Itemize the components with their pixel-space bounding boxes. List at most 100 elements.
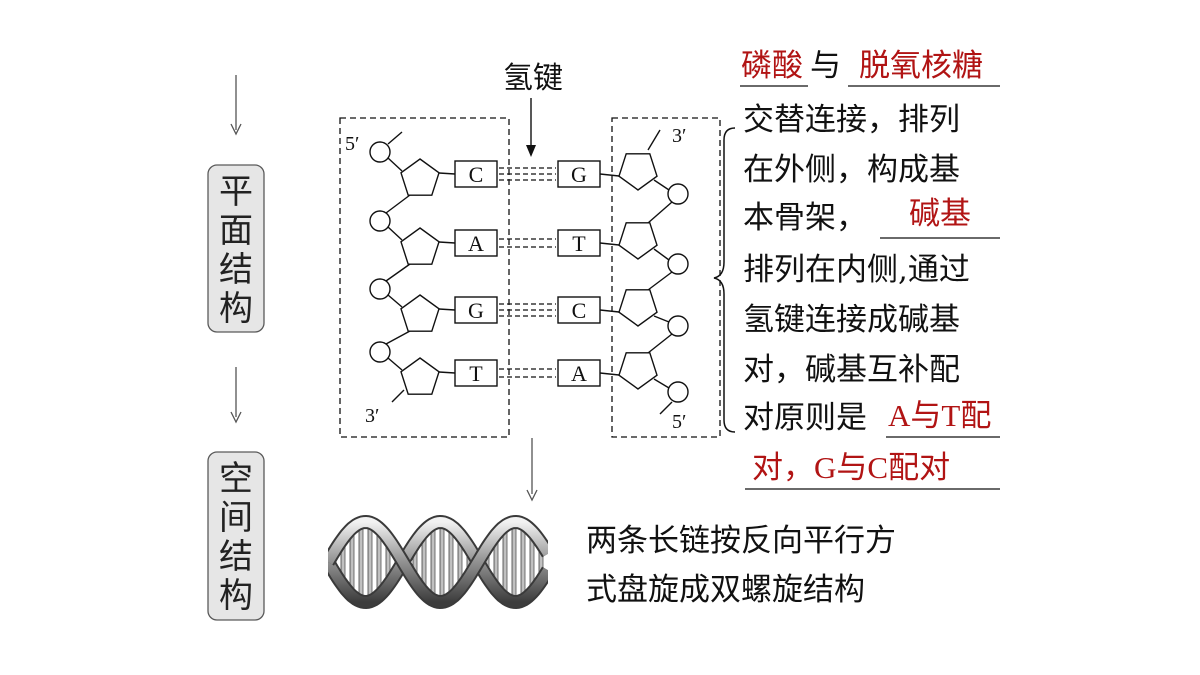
hydrogen-bond-label: 氢键 — [503, 61, 563, 96]
right-base-letter: A — [571, 361, 587, 386]
right-glycosidic-bond — [599, 173, 620, 177]
right-deoxyribose-pentagon — [618, 289, 658, 327]
helix-base-pair-rung — [538, 542, 544, 582]
blank-sugar-answer: 脱氧核糖 — [859, 48, 983, 84]
right-glycosidic-bond — [599, 309, 620, 313]
helix-strand-b — [328, 516, 548, 608]
left-backbone-dashed-box — [339, 117, 510, 438]
planar-label-char-4: 构 — [219, 289, 253, 329]
helix-base-pair-rung — [367, 522, 373, 602]
left-base-box — [454, 359, 498, 387]
right-base-box — [557, 359, 601, 387]
right-phosphodiester-bond — [653, 248, 670, 261]
left-phosphodiester-bond — [387, 294, 403, 308]
left-strand-top-end-label: 5′ — [345, 133, 359, 155]
right-phosphate-circle — [667, 253, 689, 275]
description-line-3: 在外侧，构成基 — [743, 152, 960, 188]
planar-description: 磷酸 与 脱氧核糖 交替连接，排列 在外侧，构成基 本骨架， 碱基 排列在内侧,… — [740, 48, 1000, 490]
planar-label-char-2: 面 — [219, 211, 253, 251]
left-glycosidic-bond — [438, 308, 456, 311]
left-strand-bottom-end-label: 3′ — [365, 405, 379, 427]
right-backbone-link — [647, 271, 673, 291]
left-deoxyribose-pentagon — [400, 158, 440, 196]
right-base-letter: G — [571, 162, 587, 187]
left-glycosidic-bond — [438, 241, 456, 244]
description-line-4: 本骨架， — [743, 200, 867, 236]
spatial-description-line-1: 两条长链按反向平行方 — [586, 523, 896, 559]
right-phosphate-circle — [667, 315, 689, 337]
helix-strand-a — [328, 516, 548, 608]
right-phosphodiester-bond — [653, 378, 670, 389]
right-strand-top-tick — [647, 129, 661, 151]
helix-base-pair-rung — [385, 538, 391, 586]
spatial-structure-box — [207, 451, 265, 621]
right-phosphate-circle — [667, 381, 689, 403]
left-deoxyribose-pentagon — [400, 227, 440, 265]
helix-base-pair-rung — [448, 525, 454, 599]
helix-base-pair-rung — [529, 531, 535, 593]
spatial-label-char-3: 结 — [219, 537, 253, 577]
helix-base-pair-rung — [439, 522, 445, 602]
left-strand-bottom-tick — [391, 389, 405, 403]
left-backbone-link — [385, 194, 411, 214]
helix-base-pair-rung — [466, 547, 472, 577]
helix-base-pair-rung — [340, 538, 346, 586]
left-base-letter: T — [469, 361, 483, 386]
helix-base-pair-rung — [412, 542, 418, 582]
left-phosphodiester-bond — [387, 357, 403, 371]
left-backbone-link — [385, 330, 411, 345]
left-base-box — [454, 296, 498, 324]
helix-base-pair-rung — [484, 547, 490, 577]
planar-label-char-1: 平 — [219, 172, 253, 212]
helix-arrow-head — [526, 489, 538, 502]
double-helix-illustration — [328, 515, 548, 610]
right-phosphodiester-bond — [653, 179, 670, 191]
planar-label-char-3: 结 — [219, 250, 253, 290]
right-phosphate-circle — [667, 183, 689, 205]
helix-base-pair-rung — [520, 523, 526, 601]
blank-rule-answer-part-2: 对，G与C配对 — [752, 450, 950, 485]
helix-base-pair-rung — [511, 522, 517, 602]
spatial-label-char-1: 空 — [219, 459, 253, 499]
right-strand-bottom-tick — [659, 401, 673, 415]
helix-base-pair-rung — [421, 531, 427, 593]
right-deoxyribose-pentagon — [618, 222, 658, 260]
right-backbone-link — [647, 201, 673, 224]
helix-base-pair-rung — [358, 522, 364, 602]
right-backbone-link — [647, 333, 673, 354]
spatial-label-char-2: 间 — [219, 498, 253, 538]
blank-rule-answer-part-1: A与T配 — [888, 398, 991, 433]
left-phosphate-circle — [369, 210, 391, 232]
description-line-5: 排列在内侧,通过 — [743, 252, 970, 288]
planar-structure-box — [207, 164, 265, 333]
description-line-7: 对，碱基互补配 — [743, 352, 960, 388]
left-phosphodiester-bond — [387, 226, 403, 241]
left-base-letter: C — [469, 162, 484, 187]
spatial-description-line-2: 式盘旋成双螺旋结构 — [586, 572, 865, 608]
right-glycosidic-bond — [599, 372, 620, 376]
left-phosphate-circle — [369, 341, 391, 363]
helix-base-pair-rung — [457, 534, 463, 590]
helix-base-pair-rung — [502, 525, 508, 599]
left-strand-top-tick — [387, 131, 403, 145]
right-base-letter: C — [572, 298, 587, 323]
left-base-letter: G — [468, 298, 484, 323]
left-deoxyribose-pentagon — [400, 357, 440, 395]
helix-base-pair-rung — [430, 523, 436, 601]
left-base-box — [454, 229, 498, 257]
flow-arrow-middle-head — [230, 411, 242, 424]
right-strand-bottom-end-label: 5′ — [672, 411, 686, 433]
hydrogen-bond-arrow-head — [526, 145, 536, 157]
description-line-2: 交替连接，排列 — [743, 102, 960, 138]
hydrogen-bond-callout: 氢键 — [503, 61, 563, 157]
spatial-label-char-4: 构 — [219, 576, 253, 616]
right-phosphodiester-bond — [653, 315, 670, 323]
description-line-8-prefix: 对原则是 — [743, 400, 867, 436]
left-glycosidic-bond — [438, 172, 456, 175]
left-flow-column: 平 面 结 构 空 间 结 构 — [207, 75, 265, 621]
right-base-box — [557, 160, 601, 188]
right-backbone-dashed-box — [611, 117, 721, 438]
helix-base-pair-rung — [349, 528, 355, 596]
